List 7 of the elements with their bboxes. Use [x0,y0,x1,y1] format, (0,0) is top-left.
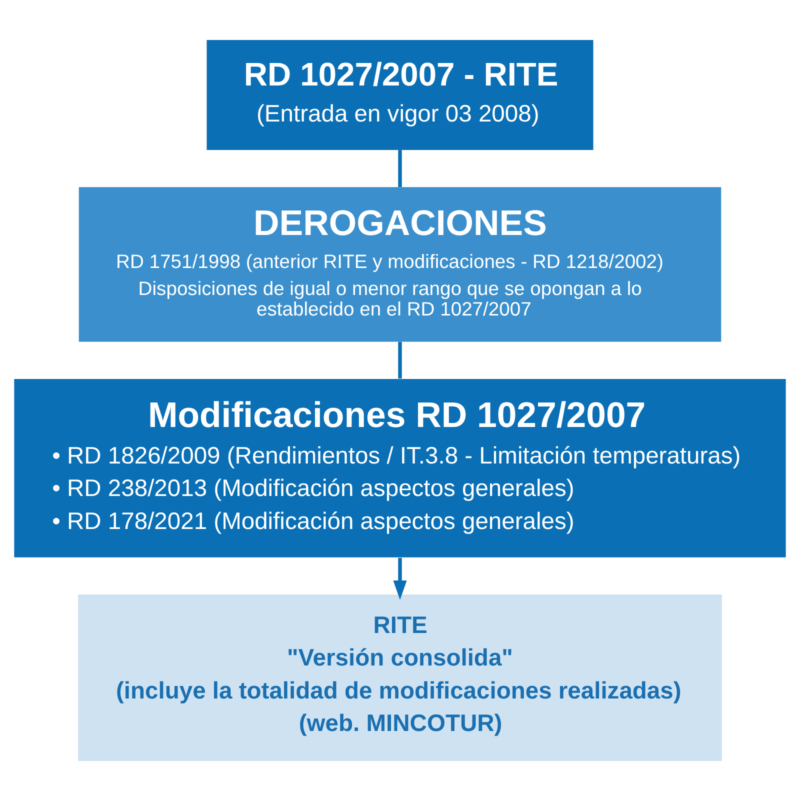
connector [398,341,402,378]
node-box: RD 1027/2007 - RITE (Entrada en vigor 03 2008) [206,39,594,150]
node-box: Modificaciones RD 1027/2007 • RD 1826/2009 (Rendimientos / IT.3.8 - Limitación temperaturas) • RD 238/2013 (Modificación aspectos generales) • RD 178/2021 (Modificación aspectos generales) [14,378,786,557]
node-box: RITE "Versión consolida" (incluye la totalidad de modificaciones realizadas) (web. MINCOTUR) [78,594,722,761]
arrow [393,557,407,600]
connector [398,150,402,187]
node-box: DEROGACIONES RD 1751/1998 (anterior RITE y modificaciones - RD 1218/2002) Disposiciones de igual o menor rango que se opongan a lo establecido en el RD 1027/2007 [78,186,722,342]
